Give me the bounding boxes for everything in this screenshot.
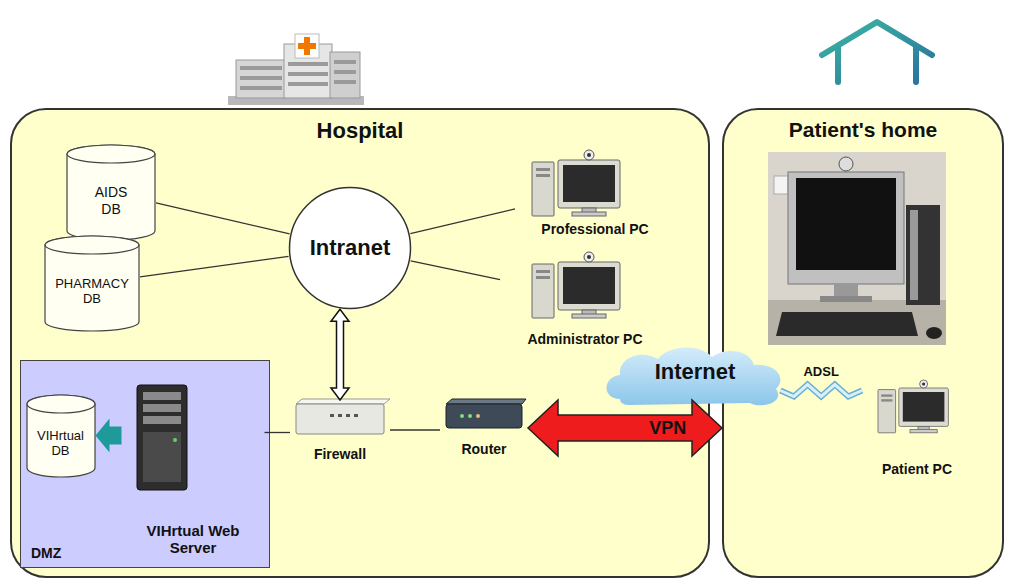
photo-screen bbox=[796, 178, 896, 270]
node-label: Hospital bbox=[317, 118, 404, 143]
house-icon bbox=[822, 22, 932, 82]
hospital-region: HospitalAIDS DB PHARMACY DB Intranet Profes… bbox=[10, 108, 710, 578]
link-line bbox=[140, 256, 289, 276]
database-cylinder: PHARMACY DB bbox=[44, 236, 140, 331]
node-label: VIHrtual Web Server bbox=[141, 522, 245, 557]
cylinder-top bbox=[45, 236, 139, 254]
building-tower bbox=[284, 44, 332, 98]
database-cylinder: AIDS DB bbox=[66, 145, 156, 240]
link-line bbox=[390, 429, 440, 430]
lightning-fill bbox=[780, 385, 862, 397]
link-line bbox=[411, 261, 500, 280]
circle-outline bbox=[290, 188, 411, 309]
node-label: DMZ bbox=[31, 545, 61, 561]
database-cylinder: VIHrtual DB bbox=[26, 395, 96, 477]
edge-label-patch: ADSL bbox=[799, 365, 842, 380]
photo-stand-base bbox=[820, 296, 872, 302]
link-line bbox=[410, 209, 515, 234]
cylinder-body bbox=[67, 145, 155, 240]
firewall-device: Firewall bbox=[290, 400, 390, 465]
cylinder-body bbox=[45, 236, 139, 331]
computer-node: Administrator PC bbox=[500, 245, 670, 350]
photo-wall bbox=[768, 152, 946, 345]
router-icon bbox=[446, 399, 526, 428]
node-label: Internet bbox=[655, 359, 736, 384]
node-label: VIHrtual DB bbox=[32, 429, 90, 459]
hospital-building bbox=[228, 34, 364, 105]
edge-label: ADSL bbox=[803, 365, 838, 380]
edge-label: VPN bbox=[649, 418, 686, 439]
network-link bbox=[156, 203, 290, 234]
node-label: Intranet bbox=[310, 235, 391, 260]
photo-monitor bbox=[788, 172, 904, 284]
data-arrow bbox=[96, 419, 122, 453]
building-windows bbox=[240, 60, 356, 90]
edge-label-patch: VPN bbox=[645, 418, 690, 439]
router-device: Router bbox=[440, 396, 528, 460]
server-tower bbox=[137, 385, 187, 490]
network-link bbox=[411, 261, 500, 280]
cylinder-body bbox=[27, 395, 95, 477]
cross-sign bbox=[295, 34, 319, 58]
building-wing bbox=[236, 60, 286, 98]
block-arrow-shape bbox=[528, 400, 722, 456]
node-label: Administrator PC bbox=[527, 331, 642, 347]
double-arrow bbox=[331, 309, 349, 400]
photo-stand bbox=[834, 284, 858, 298]
lightning-outline bbox=[780, 385, 862, 397]
photo-tower-front bbox=[910, 210, 918, 300]
pc-icon bbox=[532, 150, 620, 216]
photo-keyboard bbox=[776, 312, 918, 336]
computer-node: Patient PC bbox=[862, 372, 972, 480]
network-link bbox=[140, 256, 289, 276]
pc-icon bbox=[878, 380, 948, 433]
network-link bbox=[390, 430, 440, 431]
network-circle: Intranet bbox=[288, 186, 412, 310]
adsl-link bbox=[780, 385, 862, 397]
node-label: Firewall bbox=[314, 446, 366, 462]
cylinder-top bbox=[67, 145, 155, 163]
cylinder-top bbox=[27, 395, 95, 413]
double-arrow-shape bbox=[331, 309, 349, 400]
node-label: Patient's home bbox=[789, 118, 938, 142]
home-photo bbox=[768, 152, 946, 345]
cloud-shape bbox=[607, 347, 781, 405]
building-base bbox=[228, 96, 364, 105]
link-line bbox=[265, 432, 291, 433]
node-label: Patient PC bbox=[882, 461, 952, 477]
web-server: VIHrtual Web Server bbox=[122, 378, 265, 560]
computer-node: Professional PC bbox=[515, 140, 675, 240]
network-link bbox=[410, 209, 515, 234]
building-wing bbox=[330, 52, 360, 98]
node-label: AIDS DB bbox=[85, 184, 137, 216]
photo-mouse bbox=[926, 327, 942, 339]
firewall-icon bbox=[296, 399, 390, 434]
node-label: PHARMACY DB bbox=[50, 277, 134, 307]
block-arrow-shape bbox=[96, 419, 122, 453]
home-region: Patient's homePatient PC bbox=[722, 108, 1004, 578]
wall-socket bbox=[774, 176, 788, 194]
photo-table bbox=[768, 300, 946, 345]
photo-webcam bbox=[839, 157, 853, 171]
dmz-zone: DMZ VIHrtual DB VIHrtual Web Server bbox=[20, 360, 270, 568]
link-line bbox=[156, 203, 290, 234]
pc-icon bbox=[532, 252, 620, 318]
photo-tower bbox=[906, 205, 940, 305]
network-link bbox=[265, 432, 291, 433]
node-label: Router bbox=[461, 441, 506, 457]
node-label: Professional PC bbox=[541, 221, 648, 237]
cross-symbol bbox=[298, 37, 316, 55]
vpn-arrow bbox=[528, 400, 722, 456]
internet-cloud: Internet bbox=[600, 343, 790, 409]
